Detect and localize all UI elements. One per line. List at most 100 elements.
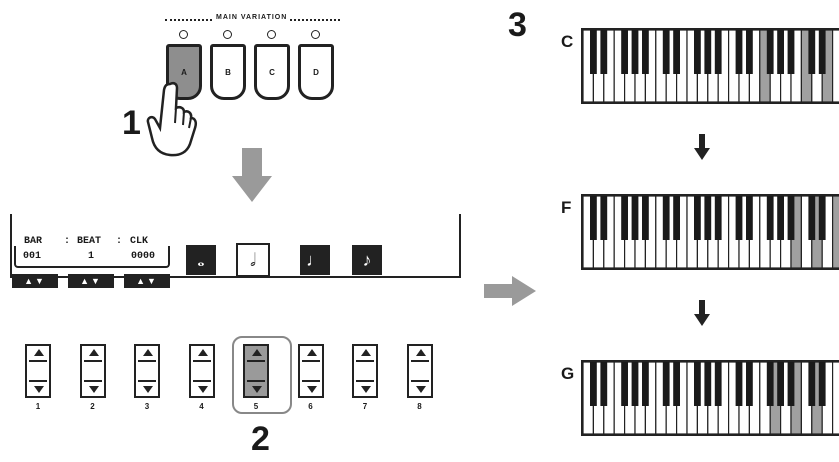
black-key xyxy=(766,362,774,406)
lcd-display xyxy=(10,214,461,278)
black-key xyxy=(694,30,701,74)
knob-divider xyxy=(356,360,374,362)
black-key xyxy=(746,362,753,406)
knob-number-1: 1 xyxy=(35,402,41,411)
clk-updown-button[interactable]: ▲▼ xyxy=(124,274,170,288)
pressed-white-key xyxy=(832,195,839,269)
knob-up-icon xyxy=(143,349,153,356)
gray-down-arrow-icon xyxy=(232,148,272,202)
variation-button-b[interactable]: B xyxy=(210,44,246,100)
beat-value: 1 xyxy=(88,251,95,262)
black-key xyxy=(673,196,680,240)
knob-7[interactable] xyxy=(352,344,378,398)
black-key xyxy=(808,30,816,74)
knob-number-5: 5 xyxy=(253,402,259,411)
knob-divider xyxy=(301,360,320,362)
variation-led-c xyxy=(267,30,276,39)
knob-divider xyxy=(138,360,156,362)
black-key xyxy=(600,30,608,74)
note-length-button-1[interactable]: 𝅝 xyxy=(186,245,216,275)
black-key xyxy=(777,196,784,240)
keyboard-f xyxy=(581,194,839,270)
variation-button-c[interactable]: C xyxy=(254,44,290,100)
knob-divider xyxy=(410,380,429,382)
black-key xyxy=(808,196,816,240)
variation-led-d xyxy=(311,30,320,39)
knob-2[interactable] xyxy=(79,344,106,398)
knob-divider xyxy=(247,360,265,362)
black-key xyxy=(662,30,670,74)
black-key xyxy=(735,30,743,74)
beat-label: BEAT xyxy=(75,236,104,247)
bar-updown-button[interactable]: ▲▼ xyxy=(12,274,58,288)
knob-down-icon xyxy=(197,386,208,393)
beat-updown-button[interactable]: ▲▼ xyxy=(68,274,114,288)
keyboard-frame xyxy=(581,360,839,436)
knob-3[interactable] xyxy=(134,344,160,398)
black-key xyxy=(621,196,628,240)
main-variation-title: MAIN VARIATION xyxy=(213,14,291,21)
knob-up-icon xyxy=(88,349,99,356)
black-key xyxy=(787,362,795,406)
keyboard-frame xyxy=(581,28,839,104)
black-key xyxy=(662,362,670,406)
knob-divider xyxy=(29,380,47,382)
black-key xyxy=(590,30,597,74)
separator-2: : xyxy=(116,236,123,247)
black-key xyxy=(673,362,680,406)
chord-label-c: C xyxy=(561,32,574,51)
knob-down-icon xyxy=(88,386,99,393)
knob-5[interactable] xyxy=(243,344,269,398)
knob-up-icon xyxy=(252,349,262,356)
knob-divider xyxy=(192,380,211,382)
knob-divider xyxy=(83,380,102,382)
knob-up-icon xyxy=(34,349,44,356)
knob-divider xyxy=(356,380,374,382)
note-length-button-3[interactable]: ♩ xyxy=(300,245,330,275)
black-key xyxy=(808,362,816,406)
knob-number-2: 2 xyxy=(90,402,95,411)
knob-8[interactable] xyxy=(406,344,433,398)
knob-4[interactable] xyxy=(188,344,215,398)
white-key xyxy=(832,29,839,103)
note-length-button-2[interactable]: 𝅗𝅥 xyxy=(236,243,270,277)
white-key xyxy=(832,361,839,435)
clk-label: CLK xyxy=(128,236,151,247)
knob-number-7: 7 xyxy=(362,402,368,411)
black-key xyxy=(704,30,712,74)
gray-right-arrow-icon xyxy=(484,276,536,306)
variation-button-d[interactable]: D xyxy=(298,44,334,100)
black-key xyxy=(746,196,753,240)
black-key xyxy=(673,30,680,74)
black-key xyxy=(777,362,784,406)
knob-divider xyxy=(192,360,211,362)
chord-label-g: G xyxy=(561,364,575,383)
black-key xyxy=(766,196,774,240)
black-key xyxy=(621,362,628,406)
knob-down-icon xyxy=(361,386,371,393)
black-key xyxy=(714,30,722,74)
black-key xyxy=(818,362,826,406)
separator-1: : xyxy=(64,236,71,247)
knob-number-8: 8 xyxy=(417,402,422,411)
main-variation-header: MAIN VARIATION xyxy=(165,12,340,28)
knob-number-6: 6 xyxy=(308,402,313,411)
knob-divider xyxy=(410,360,429,362)
note-length-button-4[interactable]: ♪ xyxy=(352,245,382,275)
knob-1[interactable] xyxy=(25,344,51,398)
black-key xyxy=(694,362,701,406)
black-key xyxy=(714,196,722,240)
black-key xyxy=(735,196,743,240)
black-key xyxy=(662,196,670,240)
black-key xyxy=(694,196,701,240)
knob-divider xyxy=(83,360,102,362)
knob-down-icon xyxy=(415,386,426,393)
knob-5-highlight xyxy=(232,336,292,414)
knob-6[interactable] xyxy=(297,344,324,398)
black-key xyxy=(818,196,826,240)
knob-down-icon xyxy=(306,386,317,393)
knob-down-icon xyxy=(143,386,153,393)
knob-up-icon xyxy=(197,349,208,356)
black-key xyxy=(631,196,639,240)
keyboard-frame xyxy=(581,194,839,270)
